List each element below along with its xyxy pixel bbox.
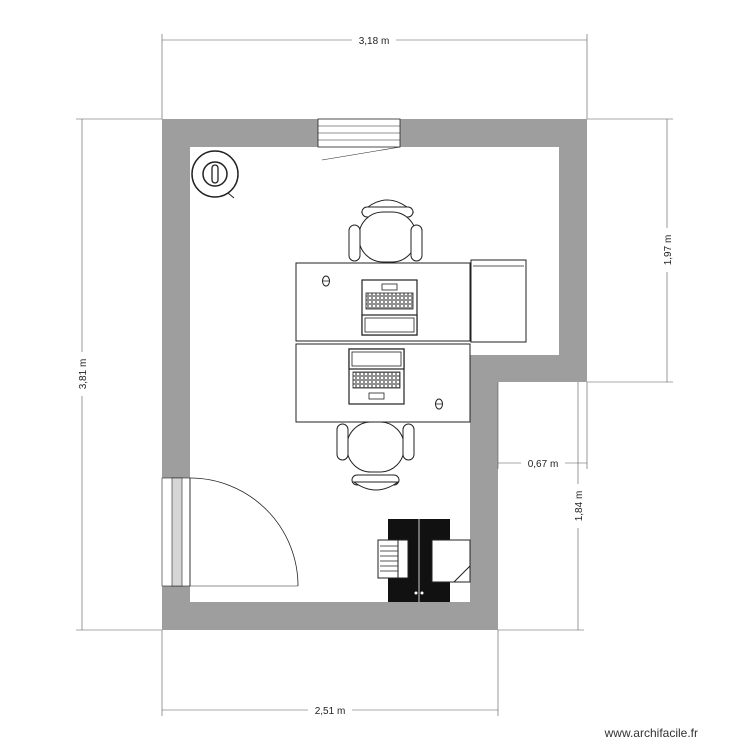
dim-top-width: 3,18 m [359,36,390,47]
mouse-icon [322,275,330,287]
round-fixture-icon [191,150,239,199]
door [161,477,299,587]
dimension-labels: 3,18 m 3,81 m 1,97 m 0,67 m 1,84 m 2,51 … [75,33,674,717]
dim-right-lower-height: 1,84 m [574,491,585,522]
mouse-icon [435,398,443,410]
side-cabinet [470,259,527,343]
dim-notch-width: 0,67 m [528,459,559,470]
laptop-icon [361,279,418,336]
dim-right-upper-height: 1,97 m [663,235,674,266]
office-chair-bottom [336,421,415,491]
desk-top [295,262,471,342]
laptop-icon [348,348,405,405]
dim-bottom-width: 2,51 m [315,706,346,717]
window-top [317,118,401,161]
office-chair-top [348,199,423,263]
dim-left-height: 3,81 m [78,359,89,390]
watermark: www.archifacile.fr [604,726,698,740]
room-walls [162,119,587,630]
desk-bottom [295,343,471,423]
printer-cabinet-icon [377,519,471,602]
